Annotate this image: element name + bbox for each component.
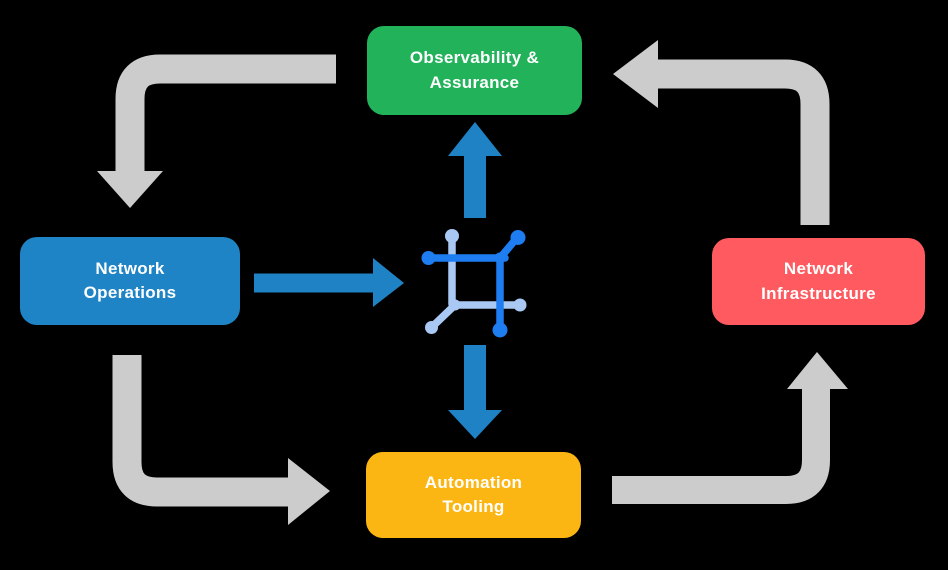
node-label-line: Tooling	[442, 497, 505, 516]
node-label-line: Assurance	[429, 72, 520, 92]
cycle-arrow-automation-to-infrastructure	[612, 352, 848, 504]
node-label-line: Network	[95, 258, 165, 278]
node-label-line: Observability &	[409, 48, 540, 68]
cycle-arrow-infrastructure-to-observability	[613, 40, 830, 225]
node-observability-assurance: Observability & Assurance	[367, 26, 582, 115]
cycle-arrow-operations-to-automation	[112, 355, 330, 525]
hub-arrow-center-to-automation	[448, 345, 502, 439]
network-mesh-icon	[421, 229, 527, 338]
node-label-line: Network	[783, 259, 854, 279]
hub-arrow-center-to-observability	[448, 122, 502, 218]
node-network-infrastructure: Network Infrastructure	[712, 238, 925, 325]
node-label-line: Infrastructure	[761, 283, 876, 303]
node-label-line: Operations	[83, 283, 177, 302]
node-label-line: Automation	[424, 472, 523, 492]
hub-arrow-operations-to-center	[254, 258, 404, 307]
node-network-operations: Network Operations	[20, 237, 240, 325]
cycle-arrow-observability-to-operations	[97, 54, 336, 208]
node-automation-tooling: Automation Tooling	[366, 452, 581, 538]
